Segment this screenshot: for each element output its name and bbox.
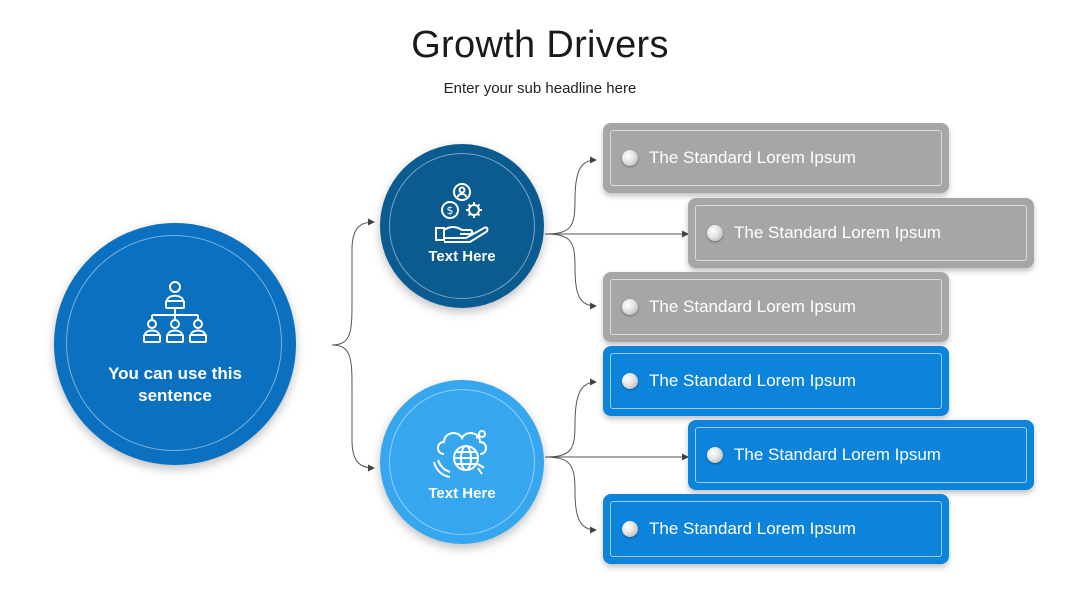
main-node-circle: You can use this sentence xyxy=(54,223,296,465)
list-item-text: The Standard Lorem Ipsum xyxy=(649,297,856,316)
org-chart-icon xyxy=(143,281,207,343)
list-item: The Standard Lorem Ipsum xyxy=(603,123,949,193)
list-item-text: The Standard Lorem Ipsum xyxy=(734,223,941,242)
list-item-text: The Standard Lorem Ipsum xyxy=(649,148,856,167)
cloud-network-globe-icon xyxy=(433,430,487,478)
connector-bottom-to-box1 xyxy=(544,378,597,458)
list-item-text: The Standard Lorem Ipsum xyxy=(649,519,856,538)
branch-node-top-label: Text Here xyxy=(428,248,496,265)
bullet-dot xyxy=(707,447,723,463)
hand-money-gear-icon: $ xyxy=(435,183,489,243)
connector-main-to-top xyxy=(331,218,375,346)
connector-main-to-bottom xyxy=(331,344,375,472)
page-title: Growth Drivers xyxy=(411,24,669,66)
bullet-dot xyxy=(622,521,638,537)
list-item-text: The Standard Lorem Ipsum xyxy=(734,445,941,464)
branch-node-top: $ Text Here xyxy=(380,144,544,308)
list-item: The Standard Lorem Ipsum xyxy=(603,494,949,564)
list-item: The Standard Lorem Ipsum xyxy=(688,198,1034,268)
list-item: The Standard Lorem Ipsum xyxy=(688,420,1034,490)
connector-top-to-box3 xyxy=(544,233,597,310)
branch-node-bottom: Text Here xyxy=(380,380,544,544)
svg-text:$: $ xyxy=(447,204,454,217)
branch-node-bottom-label: Text Here xyxy=(428,485,496,502)
bullet-dot xyxy=(622,373,638,389)
bullet-dot xyxy=(707,225,723,241)
main-node-label: You can use this sentence xyxy=(108,364,242,405)
connector-top-to-box1 xyxy=(544,156,597,235)
page-subtitle: Enter your sub headline here xyxy=(443,80,637,97)
list-item: The Standard Lorem Ipsum xyxy=(603,346,949,416)
connector-bottom-to-box3 xyxy=(544,456,597,534)
bullet-dot xyxy=(622,150,638,166)
list-item: The Standard Lorem Ipsum xyxy=(603,272,949,342)
bullet-dot xyxy=(622,299,638,315)
list-item-text: The Standard Lorem Ipsum xyxy=(649,371,856,390)
